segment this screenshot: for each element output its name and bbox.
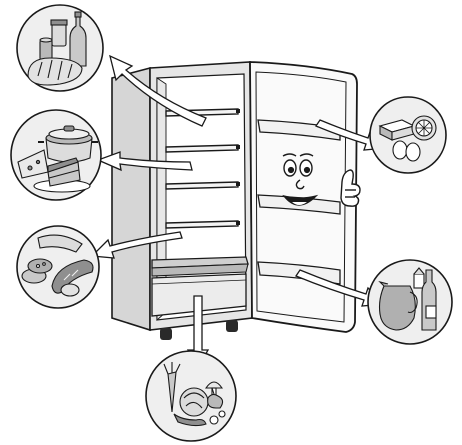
thumbs-up-hand <box>341 170 360 206</box>
shelf-2 <box>166 145 238 152</box>
food-circle-crisper <box>146 351 236 441</box>
shelf-4 <box>166 221 238 228</box>
food-circle-middle-shelves <box>11 110 101 200</box>
food-circle-door-top <box>370 97 446 173</box>
cabinet-side-wall <box>112 68 150 330</box>
food-circle-bottom-shelf <box>17 226 99 308</box>
fridge-cabinet <box>112 62 252 340</box>
food-circle-top-shelf <box>17 5 103 91</box>
food-circle-door-bottom <box>368 260 452 344</box>
shelf-3 <box>166 182 238 189</box>
